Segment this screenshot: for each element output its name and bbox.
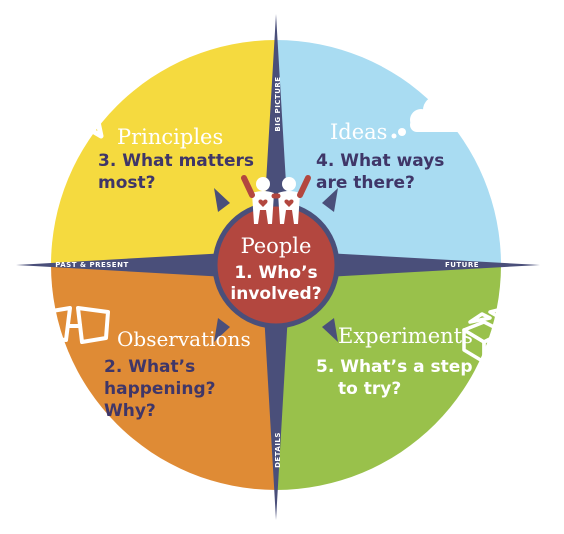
observations-question-line3: Why? bbox=[104, 401, 156, 421]
star-icon bbox=[54, 83, 114, 139]
axis-label-left: PAST & PRESENT bbox=[55, 261, 128, 269]
people-question-line1: 1. Who’s bbox=[234, 263, 317, 283]
ideas-question-line1: 4. What ways bbox=[316, 151, 444, 171]
experiments-question-line1: 5. What’s a step bbox=[316, 357, 473, 377]
people-question-line2: involved? bbox=[230, 284, 321, 304]
axis-label-bottom: DETAILS bbox=[274, 432, 282, 468]
ideas-title: Ideas bbox=[330, 120, 387, 144]
people-icon bbox=[241, 175, 311, 224]
compass-spike-se bbox=[322, 318, 338, 342]
axis-label-right: FUTURE bbox=[445, 261, 479, 269]
observations-title: Observations bbox=[117, 327, 251, 351]
experiments-question-line2: to try? bbox=[338, 379, 401, 399]
observations-question-line1: 2. What’s bbox=[104, 357, 195, 377]
principles-question-line1: 3. What matters bbox=[98, 151, 254, 171]
compass-spike-ne bbox=[322, 188, 338, 212]
open-box-icon bbox=[462, 306, 508, 364]
principles-title: Principles bbox=[117, 125, 223, 149]
observations-question-line2: happening? bbox=[104, 379, 216, 399]
compass-spike-sw bbox=[214, 318, 230, 342]
people-center-circle bbox=[212, 201, 340, 329]
ideas-question-line2: are there? bbox=[316, 173, 415, 193]
people-title: People bbox=[241, 234, 312, 258]
axis-label-top: BIG PICTURE bbox=[274, 76, 282, 131]
compass-spike-nw bbox=[214, 188, 230, 212]
frame-icon bbox=[42, 306, 110, 344]
principles-question-line2: most? bbox=[98, 173, 156, 193]
experiments-title: Experiments bbox=[338, 324, 473, 348]
cloud-icon bbox=[391, 96, 474, 139]
